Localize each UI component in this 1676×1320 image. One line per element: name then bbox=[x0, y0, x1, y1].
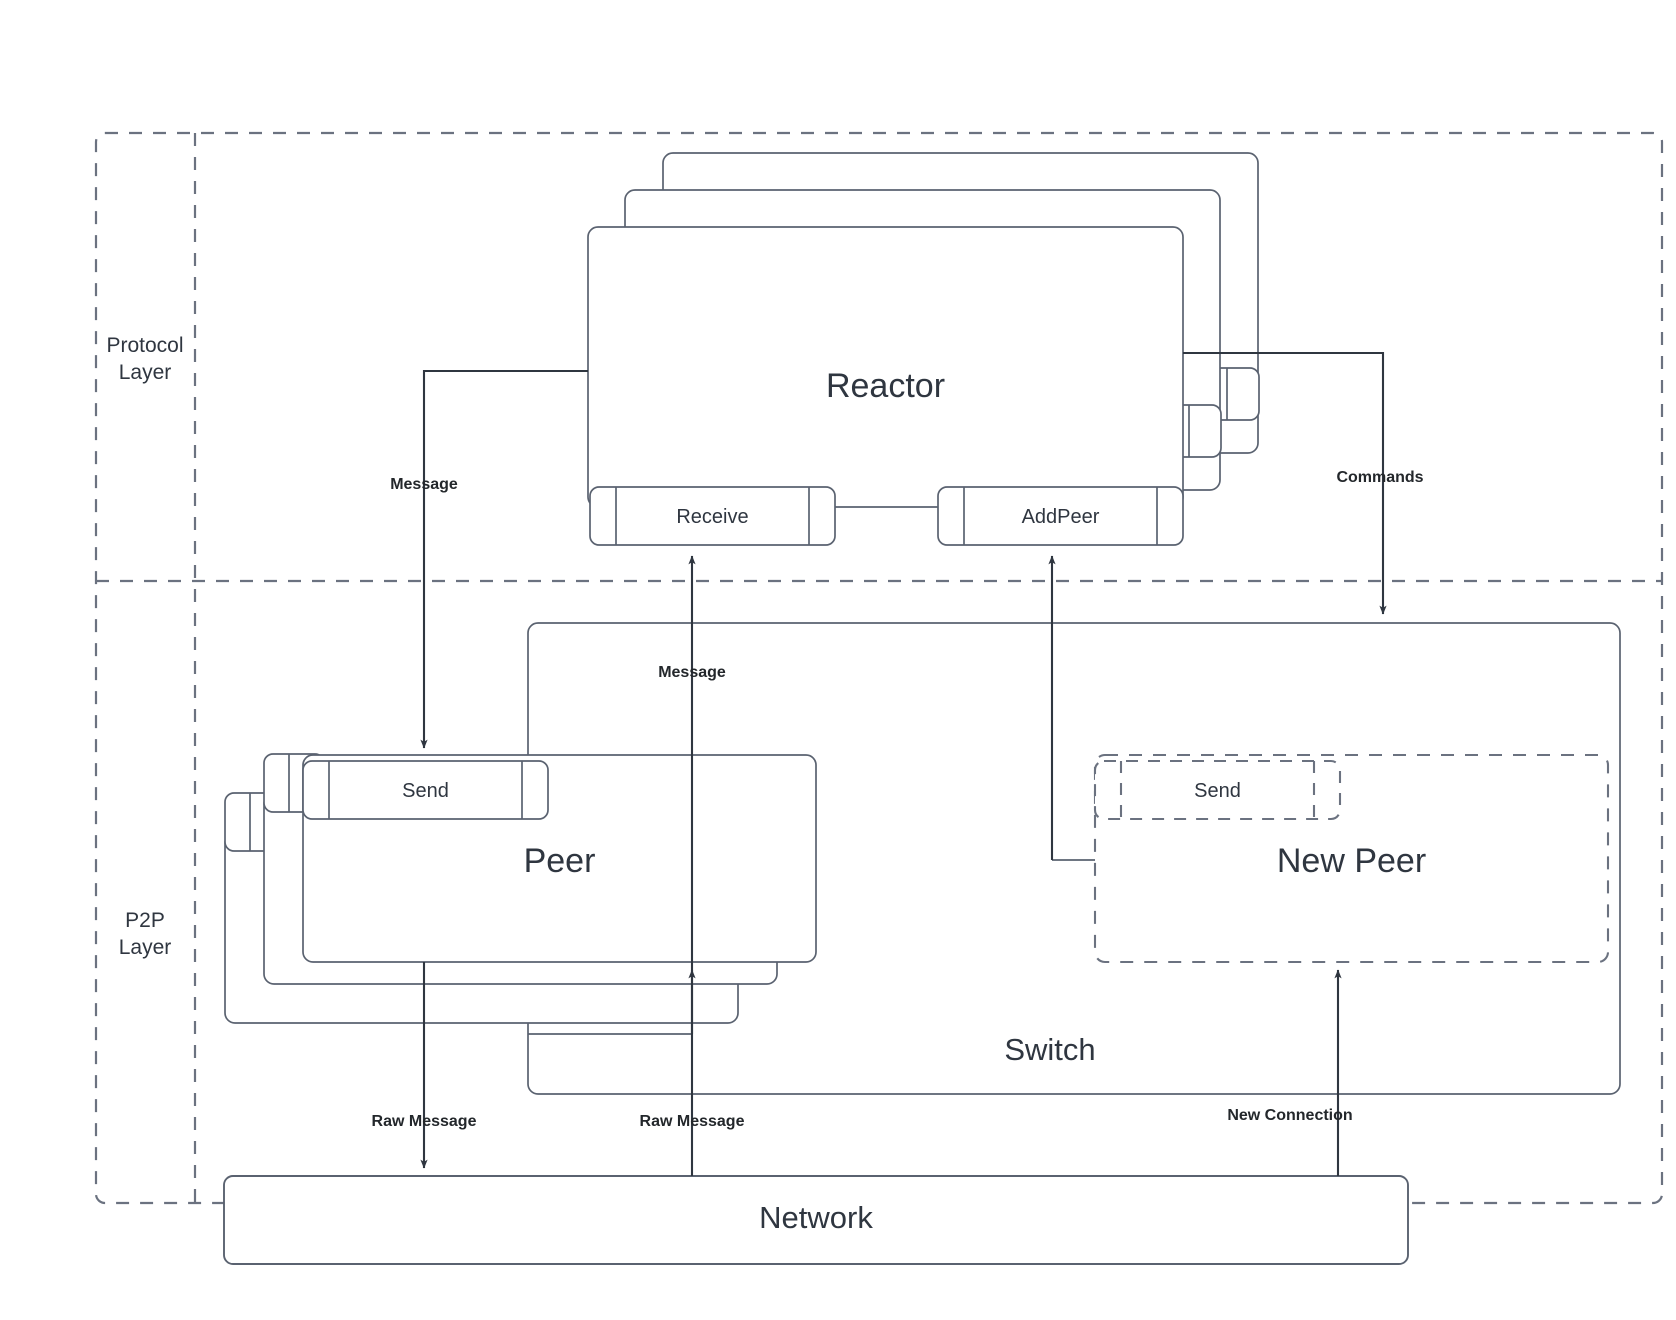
reactor-stack bbox=[587, 152, 1260, 546]
peer-stack bbox=[224, 753, 817, 1024]
network-box[interactable] bbox=[223, 1175, 1409, 1265]
peer-method-send[interactable] bbox=[302, 760, 549, 820]
edge-reactor-to-peer-send bbox=[420, 369, 588, 749]
reactor-method-addpeer[interactable] bbox=[937, 486, 1184, 546]
edge-peer-to-reactor-receive bbox=[528, 555, 696, 1035]
new-peer-method-send[interactable] bbox=[1093, 759, 1342, 821]
edge-switch-to-reactor-addpeer bbox=[1048, 555, 1095, 861]
outer-boundary bbox=[94, 131, 1664, 1205]
reactor-method-receive[interactable] bbox=[589, 486, 836, 546]
new-peer-box[interactable] bbox=[1093, 753, 1610, 964]
edge-reactor-to-switch-commands bbox=[1183, 351, 1387, 615]
